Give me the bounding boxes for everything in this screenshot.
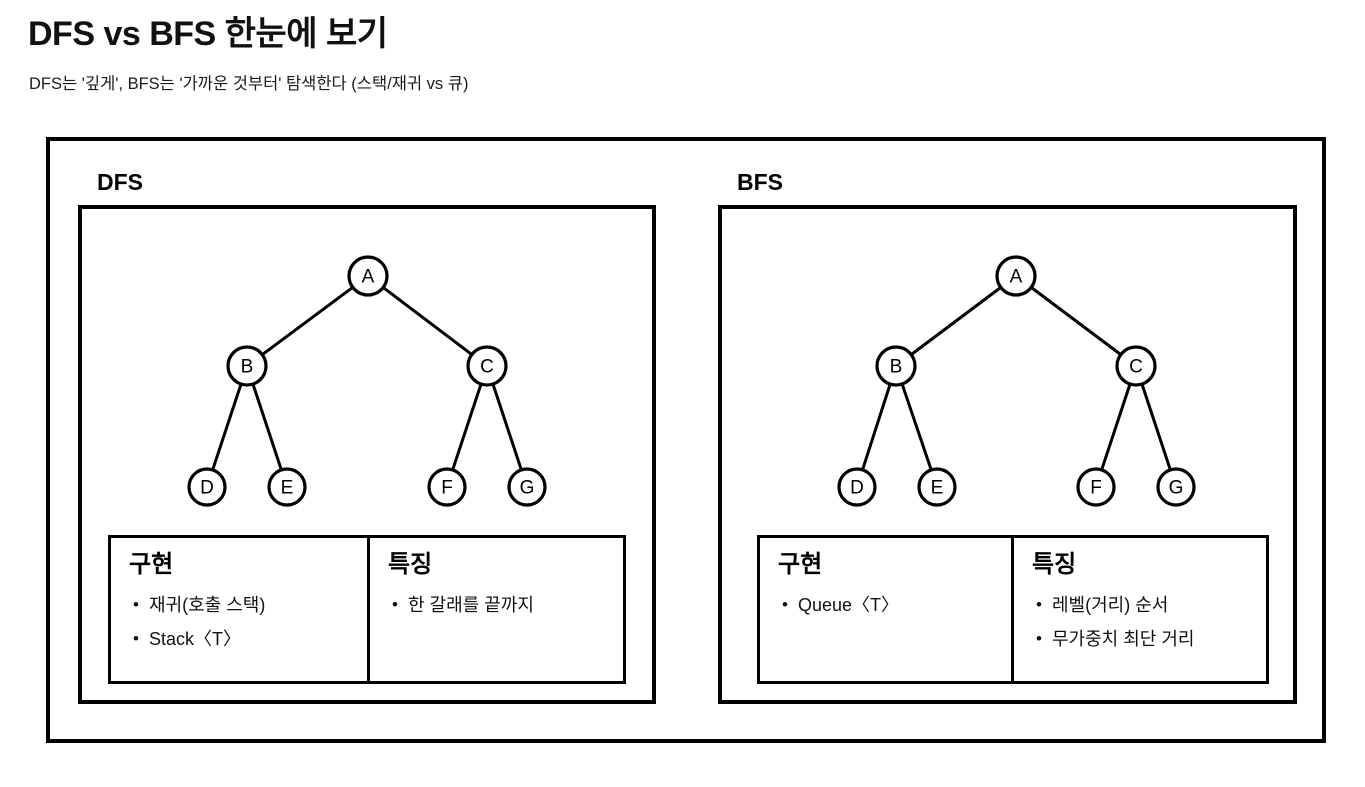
list-item: 무가중치 최단 거리 (1036, 622, 1263, 656)
list-item: 한 갈래를 끝까지 (392, 588, 623, 622)
cell-list-dfs-features: 한 갈래를 끝까지 (370, 588, 623, 622)
list-item: 레벨(거리) 순서 (1036, 588, 1263, 622)
panel-label-bfs: BFS (737, 169, 783, 195)
cell-list-bfs-features: 레벨(거리) 순서 무가중치 최단 거리 (1014, 588, 1263, 656)
info-cell-dfs-implementation: 구현 재귀(호출 스택) Stack〈T〉 (111, 538, 367, 681)
cell-title-dfs-features: 특징 (388, 551, 433, 578)
list-item: 재귀(호출 스택) (133, 588, 367, 622)
info-table-bfs: 구현 Queue〈T〉 특징 레벨(거리) 순서 무가중치 최단 거리 (757, 535, 1269, 684)
cell-title-bfs-implementation: 구현 (778, 551, 823, 578)
list-item: Stack〈T〉 (133, 622, 367, 656)
info-cell-bfs-features: 특징 레벨(거리) 순서 무가중치 최단 거리 (1011, 538, 1263, 681)
info-cell-bfs-implementation: 구현 Queue〈T〉 (760, 538, 1011, 681)
cell-title-dfs-implementation: 구현 (129, 551, 174, 578)
info-cell-dfs-features: 특징 한 갈래를 끝까지 (367, 538, 623, 681)
cell-title-bfs-features: 특징 (1032, 551, 1077, 578)
list-item: Queue〈T〉 (782, 588, 1011, 622)
page-subtitle: DFS는 '깊게', BFS는 '가까운 것부터' 탐색한다 (스택/재귀 vs… (29, 75, 469, 93)
cell-list-bfs-implementation: Queue〈T〉 (760, 588, 1011, 622)
panel-label-dfs: DFS (97, 169, 143, 195)
page-title: DFS vs BFS 한눈에 보기 (28, 15, 388, 53)
cell-list-dfs-implementation: 재귀(호출 스택) Stack〈T〉 (111, 588, 367, 656)
info-table-dfs: 구현 재귀(호출 스택) Stack〈T〉 특징 한 갈래를 끝까지 (108, 535, 626, 684)
